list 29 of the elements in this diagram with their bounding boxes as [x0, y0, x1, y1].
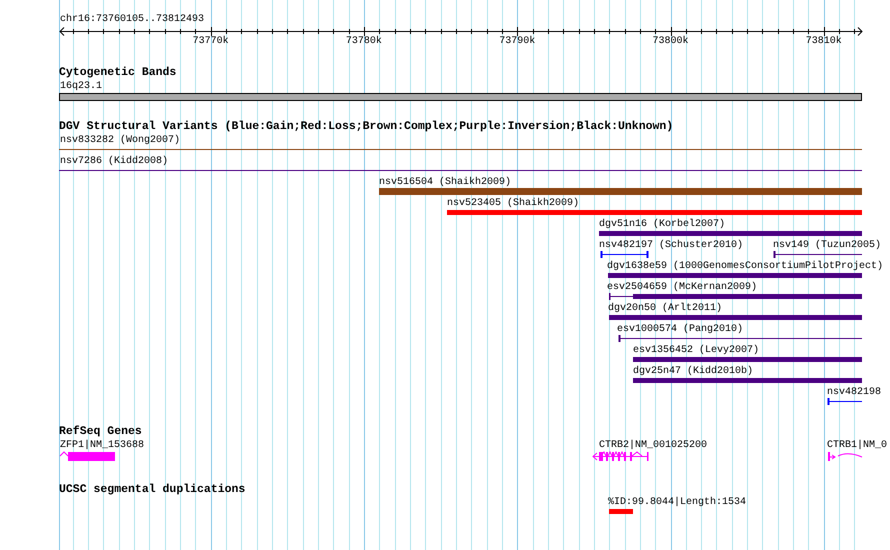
chromosome-position: chr16:73760105..73812493 [60, 14, 204, 25]
tick-label: 73800k [652, 36, 688, 47]
tick-label: 73780k [346, 36, 382, 47]
track-heading: UCSC segmental duplications [59, 484, 246, 496]
feature-label: dgv1638e59 (1000GenomesConsortiumPilotProject) [607, 261, 884, 272]
band-label: 16q23.1 [60, 81, 102, 92]
feature-label: esv2504659 (McKernan2009) [607, 282, 758, 293]
gene-label: CTRB1|NM_0 [827, 440, 888, 451]
tick-label: 73770k [192, 36, 229, 47]
feature-label: dgv51n16 (Korbel2007) [599, 219, 726, 230]
tick-label: 73810k [806, 36, 842, 47]
gene-label: CTRB2|NM_001025200 [599, 440, 708, 451]
tick-label: 73790k [499, 36, 536, 47]
track-heading: DGV Structural Variants (Blue:Gain;Red:Loss;Brown:Complex;Purple:Inversion;Black:Unknown) [59, 121, 674, 133]
track-heading: Cytogenetic Bands [59, 67, 176, 79]
feature-label: dgv20n50 (Arlt2011) [608, 303, 722, 314]
track-heading: RefSeq Genes [59, 426, 142, 438]
feature-label: nsv482197 (Schuster2010) [599, 240, 744, 251]
feature-label: nsv482198 [827, 387, 882, 398]
feature-label: nsv833282 (Wong2007) [60, 135, 180, 146]
feature-label: esv1356452 (Levy2007) [633, 345, 760, 356]
feature-label: esv1000574 (Pang2010) [617, 324, 744, 335]
feature-label: nsv149 (Tuzun2005) [773, 240, 882, 251]
gene-label: ZFP1|NM_153688 [60, 440, 144, 451]
feature-label: nsv516504 (Shaikh2009) [379, 177, 512, 188]
feature-label: nsv523405 (Shaikh2009) [447, 198, 580, 209]
feature-label: %ID:99.8044|Length:1534 [608, 497, 746, 508]
feature-label: nsv7286 (Kidd2008) [60, 156, 168, 167]
feature-label: dgv25n47 (Kidd2010b) [633, 366, 754, 377]
